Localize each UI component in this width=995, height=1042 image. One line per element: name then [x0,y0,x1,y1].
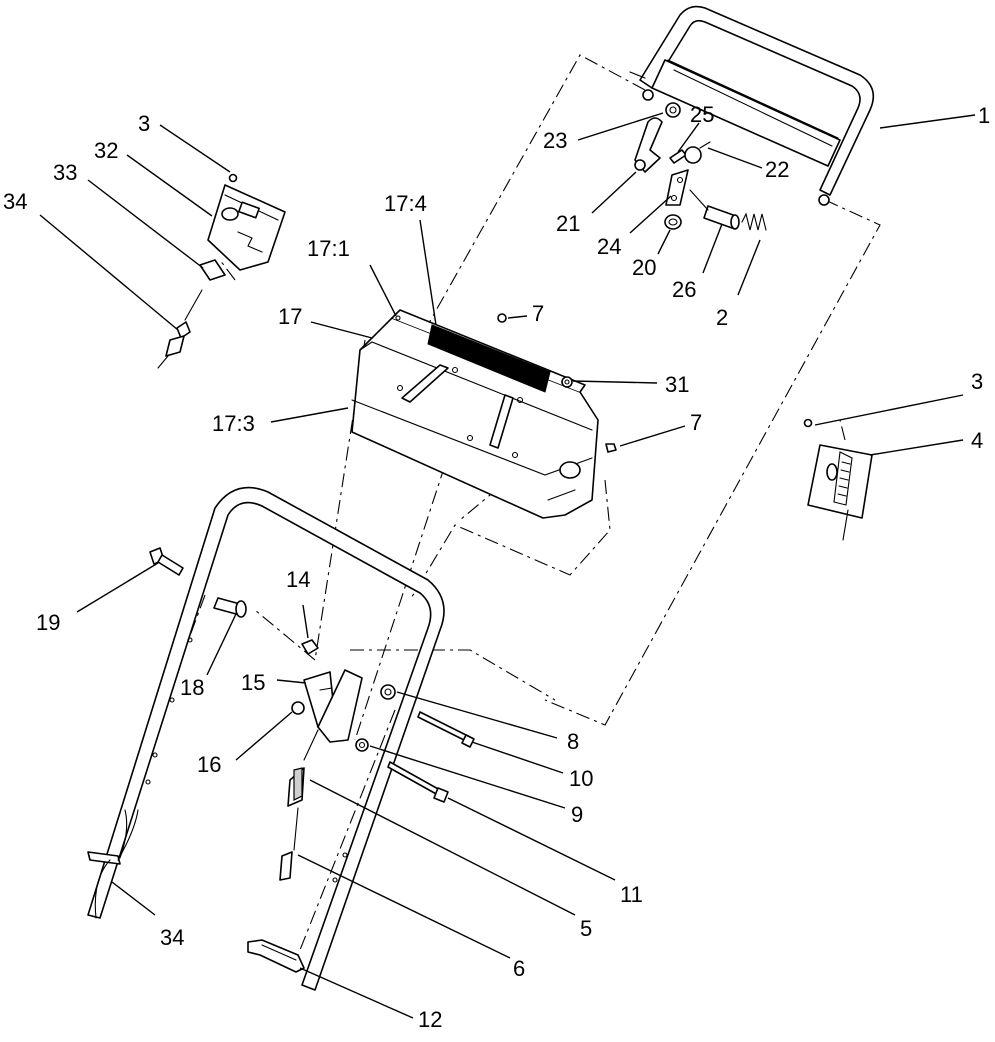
callout-20: 20 [632,255,656,280]
callout-32: 32 [94,138,118,163]
callout-1: 1 [978,103,990,128]
callout-7-right: 7 [690,410,702,435]
callout-4: 4 [971,428,983,453]
callout-2: 2 [716,305,728,330]
callout-17-3: 17:3 [212,411,255,436]
decal-strip [427,324,551,393]
callout-19: 19 [36,610,60,635]
control-bracket-part [157,173,286,369]
callout-23: 23 [543,128,567,153]
callout-3: 3 [138,111,150,136]
callout-26: 26 [672,277,696,302]
callout-21: 21 [556,211,580,236]
control-panel-part [351,309,599,519]
callout-12: 12 [418,1007,442,1032]
callout-9: 9 [571,802,583,827]
callout-11: 11 [620,882,643,907]
callout-33: 33 [53,160,77,185]
callout-17: 17 [278,304,302,329]
callout-8: 8 [567,729,579,754]
bottom-lever-part [247,939,305,973]
lower-bracket-hardware [291,639,475,803]
upper-handle-part [629,5,875,206]
callout-17-4: 17:4 [384,191,427,216]
panel-hardware [497,313,617,453]
callout-25: 25 [690,102,714,127]
callout-6: 6 [513,956,525,981]
callout-22: 22 [765,157,789,182]
callout-5: 5 [580,916,592,941]
pivot-hardware [149,547,247,618]
callout-31: 31 [665,372,689,397]
callout-14: 14 [286,567,310,592]
callout-3-right: 3 [971,369,983,394]
callout-labels: 1 2 3 3 4 5 6 7 7 8 9 10 11 12 14 15 16 … [3,102,990,1032]
callout-24: 24 [597,234,621,259]
callout-17-1: 17:1 [307,236,350,261]
leader-lines [39,112,976,1019]
linkage-parts [634,102,767,231]
callout-10: 10 [569,766,593,791]
callout-18: 18 [180,675,204,700]
lower-handle-part [87,486,445,991]
callout-7: 7 [532,301,544,326]
callout-34-bottom: 34 [160,925,184,950]
callout-15: 15 [241,670,265,695]
side-bracket-part [803,418,873,541]
callout-16: 16 [197,752,221,777]
callout-34: 34 [3,189,27,214]
cable-parts [87,729,319,919]
